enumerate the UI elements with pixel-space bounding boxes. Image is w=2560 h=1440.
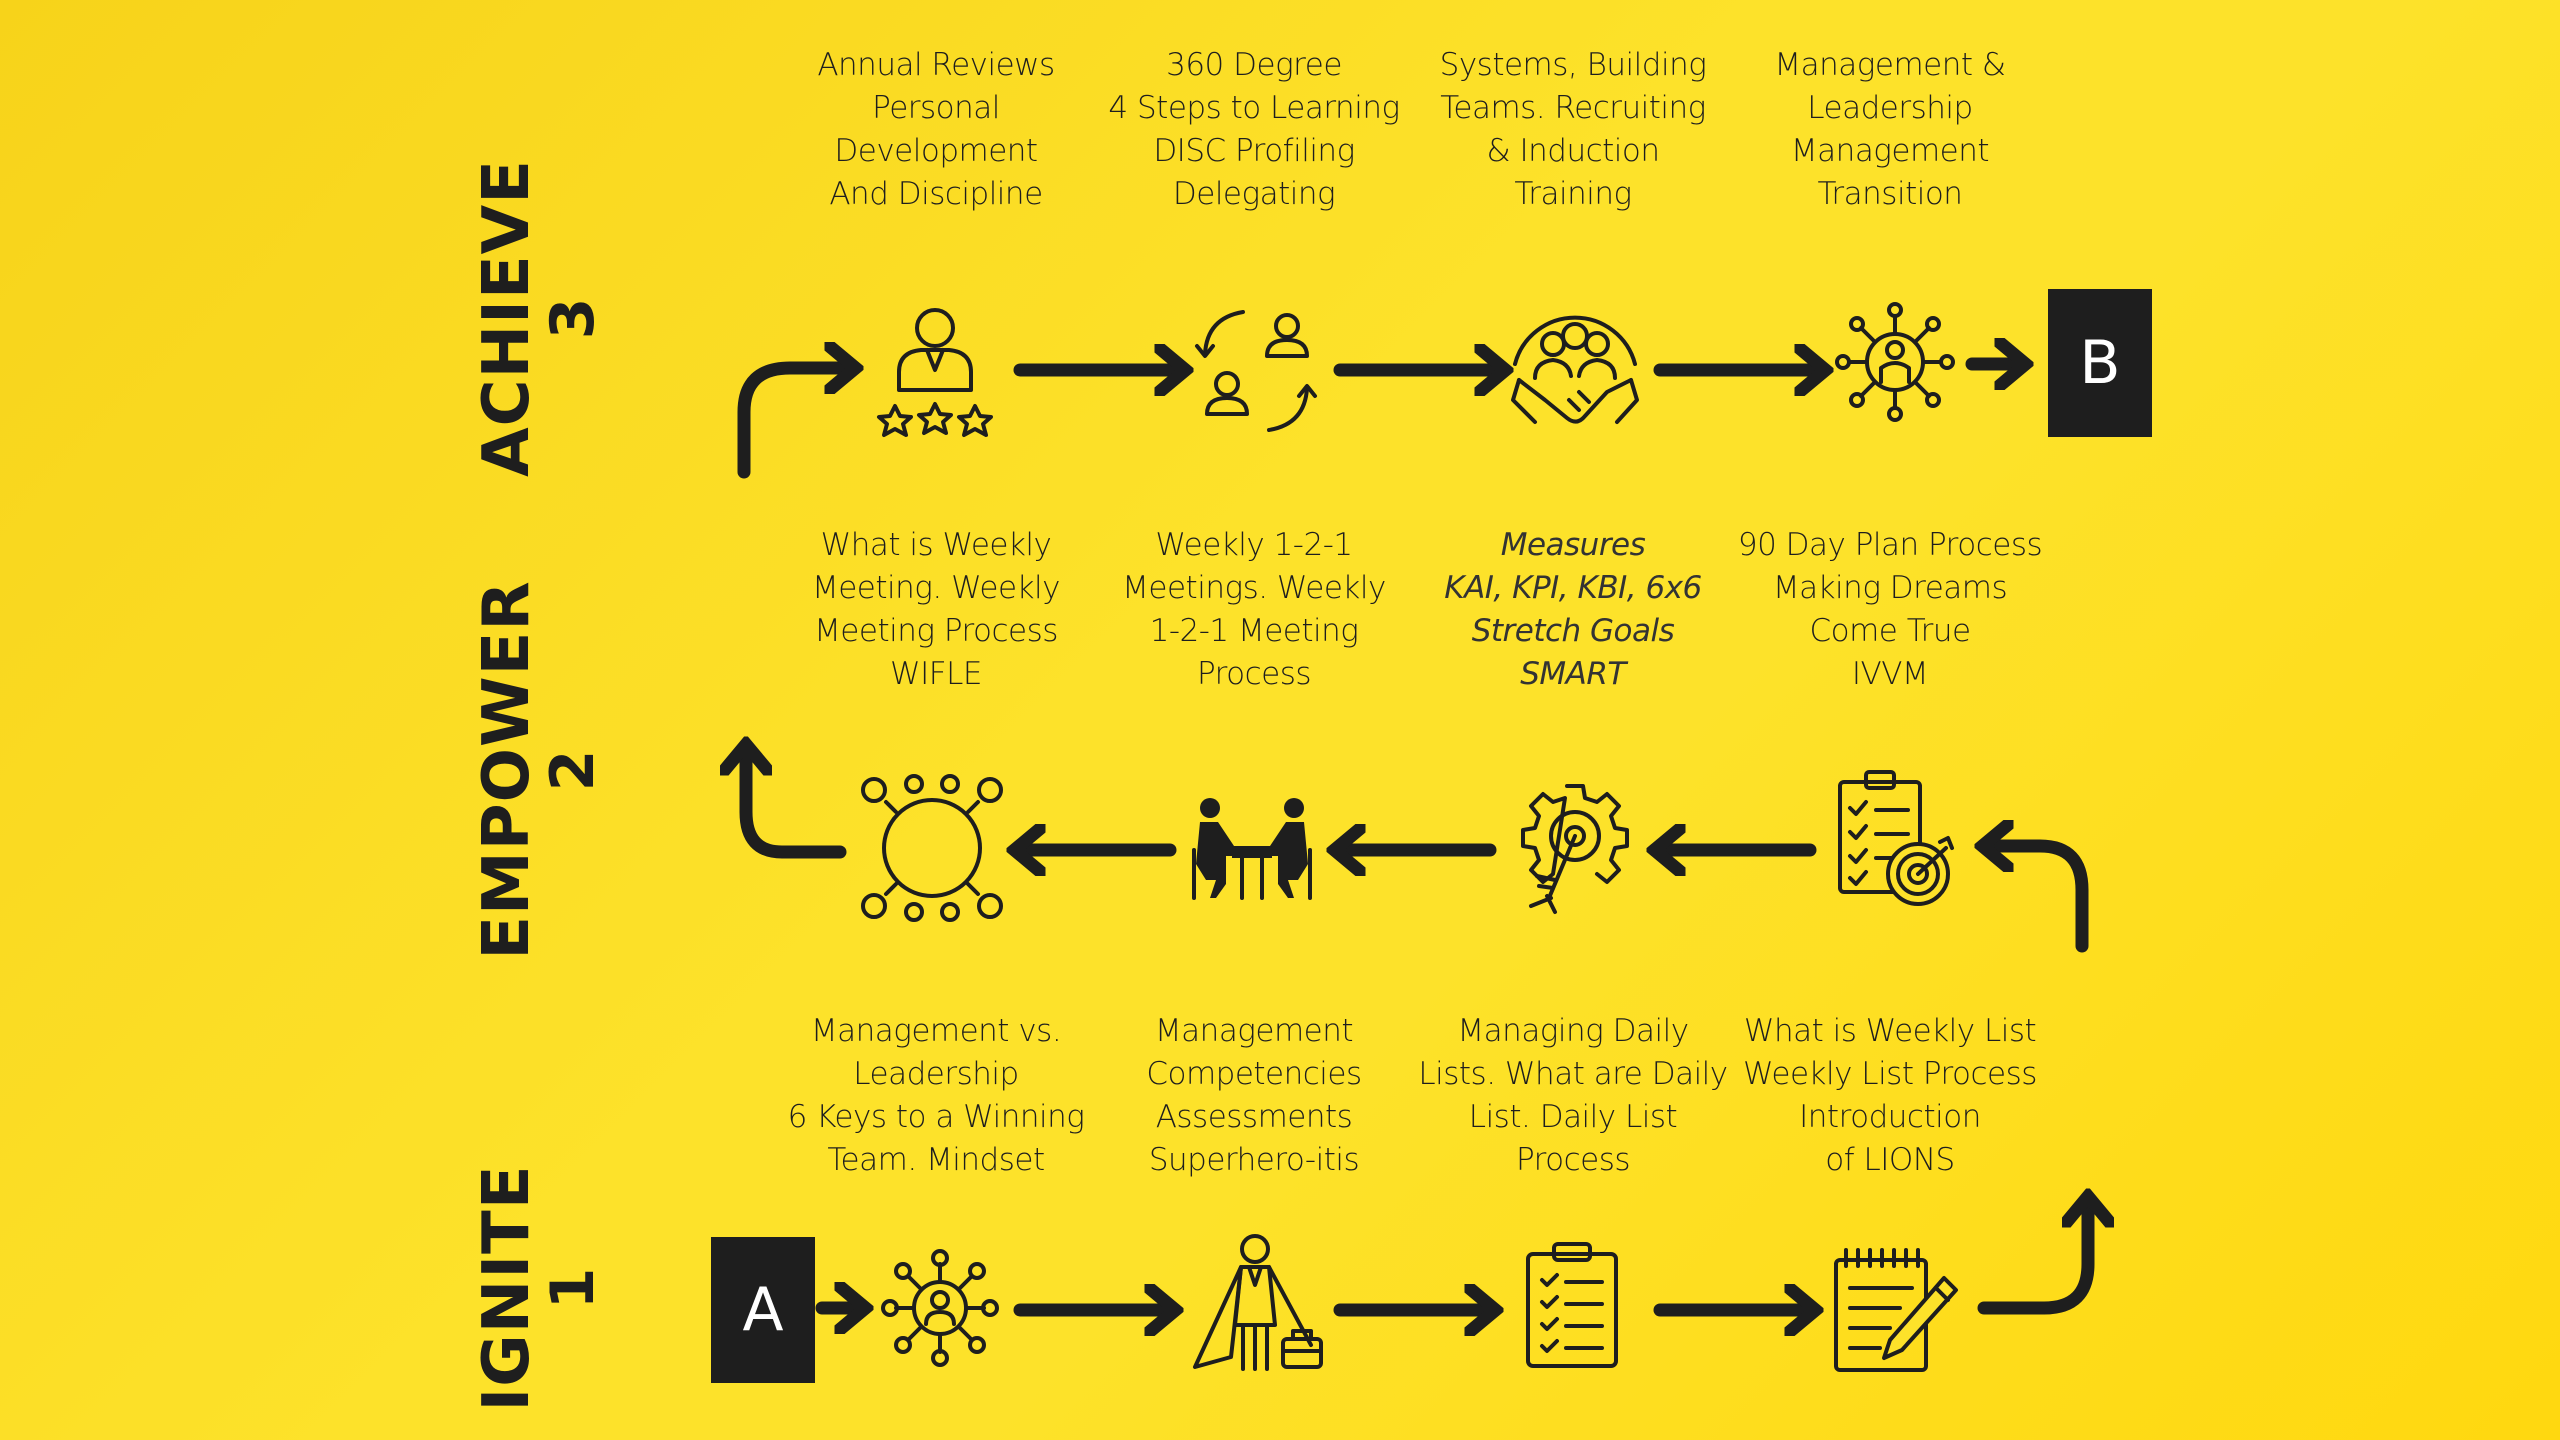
- gear-target-icon: [1521, 784, 1629, 914]
- teamwork-handshake-icon: [1511, 315, 1639, 424]
- start-box-label: A: [742, 1275, 784, 1345]
- caption-line: Meetings. Weekly: [1122, 570, 1386, 606]
- caption-line: Competencies: [1146, 1056, 1362, 1092]
- caption-line: Superhero-itis: [1148, 1142, 1360, 1178]
- one-to-one-meeting-icon: [1192, 798, 1312, 900]
- caption-line: Annual Reviews: [817, 47, 1055, 83]
- caption-line: 6 Keys to a Winning: [787, 1099, 1085, 1135]
- caption-line: And Discipline: [829, 176, 1043, 212]
- caption-line: Training: [1514, 176, 1632, 212]
- meeting-table-icon: [861, 774, 1003, 922]
- caption-line: List. Daily List: [1468, 1099, 1678, 1135]
- caption-line: Meeting. Weekly: [811, 570, 1061, 606]
- caption-line: 1-2-1 Meeting: [1149, 613, 1359, 649]
- caption-line: 360 Degree: [1166, 47, 1342, 83]
- caption-line: WIFLE: [890, 656, 982, 692]
- employee-rating-icon: [877, 308, 993, 437]
- caption-line: Introduction: [1799, 1099, 1981, 1135]
- caption-line: of LIONS: [1825, 1142, 1955, 1178]
- end-box-label: B: [2079, 328, 2121, 398]
- checklist-target-icon: [1838, 770, 1954, 906]
- caption-line: Personal: [872, 90, 1000, 126]
- start-box: A: [711, 1237, 815, 1383]
- turn-arrow-up: [746, 760, 847, 859]
- caption-line: Delegating: [1172, 176, 1336, 212]
- clipboard-checklist-icon: [1526, 1242, 1618, 1368]
- network-person-icon: [881, 1249, 999, 1367]
- exchange-people-icon: [1195, 310, 1317, 432]
- caption-line: Management &: [1774, 47, 2006, 83]
- caption-line: IVVM: [1851, 656, 1929, 692]
- caption-line: SMART: [1520, 656, 1626, 692]
- end-box: B: [2048, 289, 2152, 437]
- superhero-icon: [1193, 1234, 1323, 1371]
- caption-line: & Induction: [1486, 133, 1660, 169]
- caption-line: Management vs.: [810, 1013, 1062, 1049]
- caption-line: Management: [1790, 133, 1990, 169]
- caption-line: Development: [834, 133, 1038, 169]
- caption-line: Lists. What are Daily: [1418, 1056, 1728, 1092]
- turn-arrow-left: [1998, 846, 2089, 953]
- caption-line: Team. Mindset: [827, 1142, 1045, 1178]
- caption-line: What is Weekly: [820, 527, 1052, 563]
- caption-line: 4 Steps to Learning: [1108, 90, 1400, 126]
- caption-line: Process: [1196, 656, 1312, 692]
- caption-line: KAI, KPI, KBI, 6x6: [1444, 570, 1702, 606]
- caption-line: Process: [1515, 1142, 1631, 1178]
- caption-line: What is Weekly List: [1743, 1013, 2037, 1049]
- caption-line: DISC Profiling: [1153, 133, 1355, 169]
- achieve-arrows: [737, 364, 2010, 479]
- empower-arrows: [746, 760, 2089, 953]
- ignite-arrows: [815, 1212, 2088, 1315]
- caption-line: Meeting Process: [814, 613, 1058, 649]
- notepad-pencil-icon: [1834, 1248, 1958, 1372]
- caption-line: Leadership: [853, 1056, 1019, 1092]
- turn-arrow-up: [737, 368, 840, 479]
- ignite-caption-1: Management vs. Leadership 6 Keys to a Winn…: [766, 1010, 1106, 1182]
- caption-line: 90 Day Plan Process: [1737, 527, 2043, 563]
- caption-line: Management: [1154, 1013, 1354, 1049]
- turn-arrow-up: [1977, 1212, 2088, 1315]
- caption-line: Making Dreams: [1772, 570, 2008, 606]
- caption-line: Measures: [1500, 527, 1646, 563]
- caption-line: Teams. Recruiting: [1440, 90, 1706, 126]
- caption-line: Assessments: [1155, 1099, 1353, 1135]
- caption-line: Stretch Goals: [1471, 613, 1675, 649]
- caption-line: Transition: [1817, 176, 1963, 212]
- caption-line: Systems, Building: [1439, 47, 1707, 83]
- caption-line: Weekly List Process: [1743, 1056, 2037, 1092]
- network-leader-icon: [1835, 302, 1955, 422]
- caption-line: Managing Daily: [1457, 1013, 1689, 1049]
- caption-line: Leadership: [1807, 90, 1973, 126]
- caption-line: Weekly 1-2-1: [1155, 527, 1353, 563]
- caption-line: Come True: [1809, 613, 1971, 649]
